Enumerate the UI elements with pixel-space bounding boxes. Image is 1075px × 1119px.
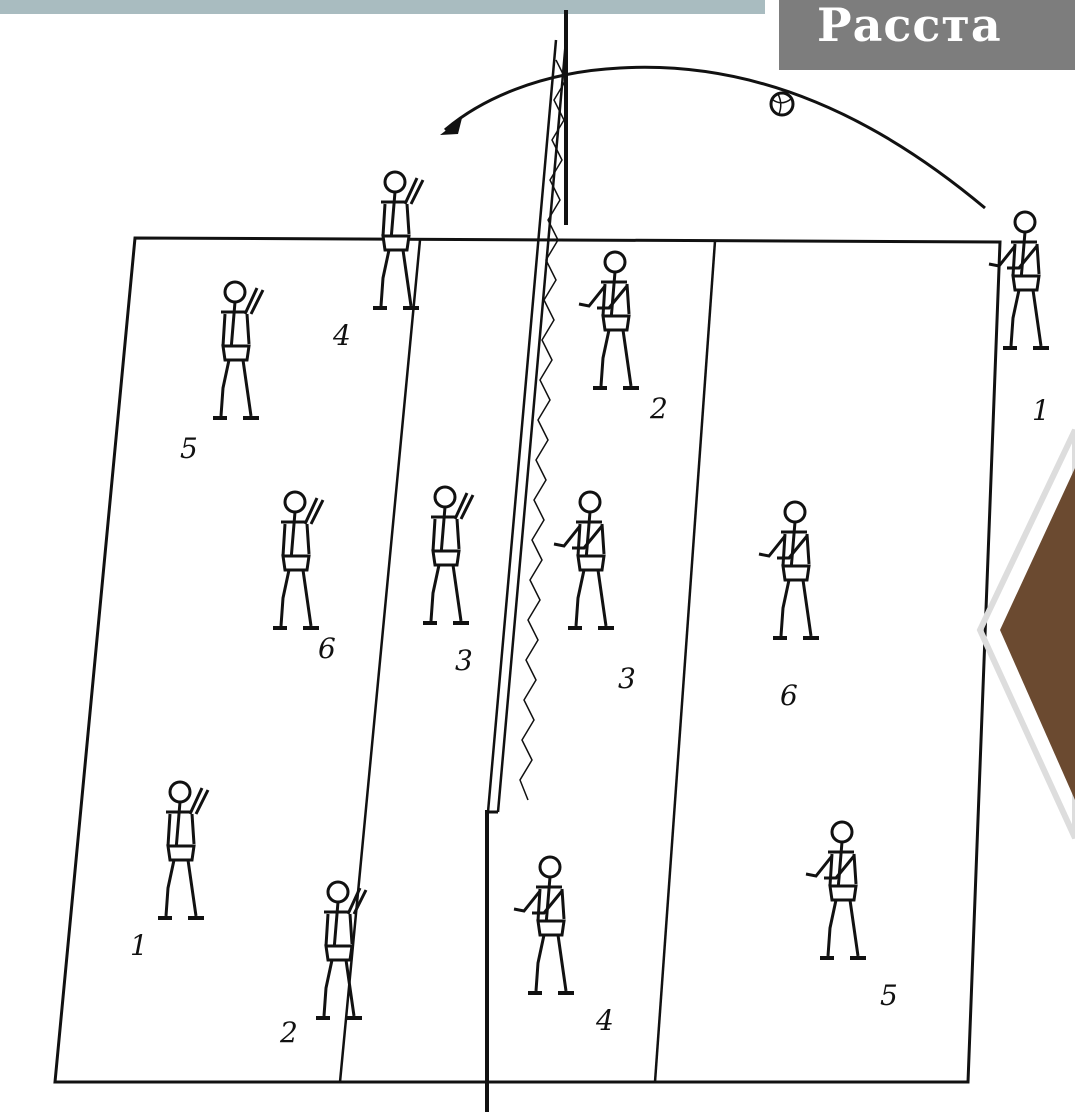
trajectory-arrowhead	[440, 118, 462, 135]
right-position-number: 5	[880, 979, 898, 1012]
left-player-5	[213, 282, 263, 418]
left-player-6	[273, 492, 323, 628]
ball-trajectory	[445, 67, 985, 208]
right-position-number: 3	[618, 662, 636, 695]
left-position-number: 6	[318, 632, 336, 665]
left-player-3	[423, 487, 473, 623]
chevron-left-icon[interactable]	[980, 430, 1075, 838]
left-position-number: 3	[455, 644, 473, 677]
right-position-number: 1	[1032, 394, 1050, 427]
left-player-2	[316, 882, 366, 1018]
right-position-number: 4	[595, 1004, 614, 1037]
right-player-5	[806, 822, 866, 958]
right-position-number: 6	[780, 679, 798, 712]
right-player-6	[759, 502, 819, 638]
left-position-number: 5	[180, 432, 198, 465]
right-player-4	[514, 857, 574, 993]
left-position-number: 4	[332, 319, 351, 352]
right-position-number: 2	[649, 392, 668, 425]
left-position-number: 1	[130, 929, 148, 962]
volleyball-net	[487, 10, 566, 1112]
left-position-number: 2	[279, 1016, 298, 1049]
attack-line-right	[655, 241, 715, 1082]
right-player-3	[554, 492, 614, 628]
right-player-2	[579, 252, 639, 388]
volleyball-icon	[771, 93, 793, 115]
left-player-1	[158, 782, 208, 918]
